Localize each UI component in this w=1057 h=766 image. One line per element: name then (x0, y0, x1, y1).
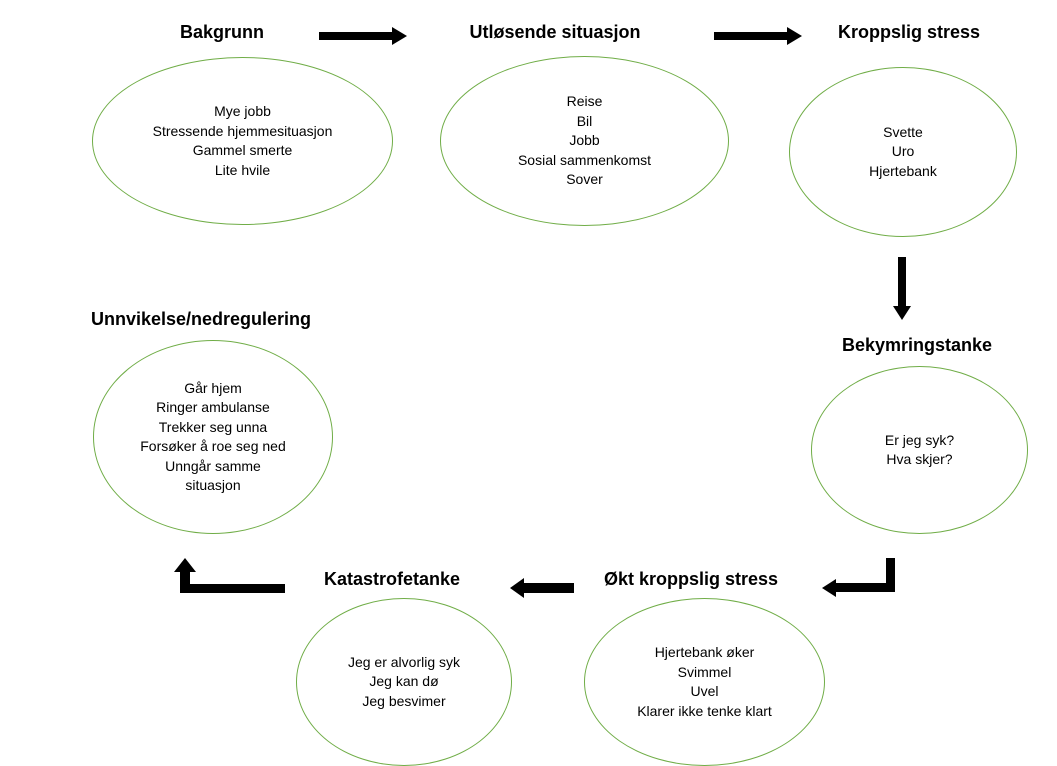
node-title-bekymringstanke: Bekymringstanke (841, 335, 993, 355)
node-line: Svette (883, 123, 923, 140)
node-line: Trekker seg unna (158, 418, 268, 435)
node-line: Jeg er alvorlig syk (347, 653, 461, 670)
node-kroppslig-stress-lines: Svette Uro Hjertebank (869, 123, 937, 182)
node-line: Sover (566, 171, 603, 188)
node-line: Hva skjer? (886, 451, 953, 467)
node-line: Svimmel (677, 663, 732, 680)
node-title-kroppslig-stress: Kroppslig stress (837, 22, 981, 42)
node-line: Reise (566, 93, 603, 110)
node-unnvikelse-nedregulering: Går hjem Ringer ambulanse Trekker seg un… (93, 340, 333, 534)
node-title-utlosende-situasjon: Utløsende situasjon (469, 22, 641, 42)
node-line: Jeg kan dø (369, 673, 439, 690)
node-kroppslig-stress: Svette Uro Hjertebank (789, 67, 1017, 237)
node-line: Hjertebank øker (654, 644, 755, 660)
node-line: Bil (576, 112, 593, 129)
node-line: Hjertebank (869, 162, 937, 179)
arrow-okt-to-katastrofe (510, 578, 574, 598)
node-line: Er jeg syk? (884, 431, 955, 448)
node-line: Forsøker å roe seg ned (140, 438, 286, 454)
node-line: Mye jobb (214, 103, 271, 119)
node-line: Uro (891, 143, 915, 160)
node-bekymringstanke: Er jeg syk? Hva skjer? (811, 366, 1028, 534)
node-line: Klarer ikke tenke klart (637, 702, 772, 719)
arrow-kroppslig-to-bekymring (893, 257, 911, 320)
node-line: Jeg besvimer (362, 692, 446, 709)
arrow-utlosende-to-kroppslig (714, 27, 802, 45)
node-line: Gammel smerte (192, 142, 293, 158)
node-title-katastrofetanke: Katastrofetanke (323, 569, 461, 589)
node-line: Unngår samme (165, 457, 261, 474)
node-bekymringstanke-lines: Er jeg syk? Hva skjer? (885, 431, 954, 470)
arrow-bakgrunn-to-utlosende (319, 27, 407, 45)
node-title-okt-kroppslig-stress: Økt kroppslig stress (603, 569, 779, 589)
node-unnvikelse-nedregulering-lines: Går hjem Ringer ambulanse Trekker seg un… (140, 379, 286, 496)
node-line: Uvel (690, 683, 719, 699)
node-line: Lite hvile (214, 161, 271, 178)
node-bakgrunn: Mye jobb Stressende hjemmesituasjon Gamm… (92, 57, 393, 225)
node-title-bakgrunn: Bakgrunn (179, 22, 265, 42)
node-line: situasjon (185, 477, 241, 493)
node-line: Sosial sammenkomst (517, 151, 652, 168)
arrow-bekymring-to-okt (822, 558, 895, 597)
node-bakgrunn-lines: Mye jobb Stressende hjemmesituasjon Gamm… (153, 102, 333, 180)
arrow-katastrofe-to-unnvikelse (174, 558, 285, 593)
node-katastrofetanke-lines: Jeg er alvorlig syk Jeg kan dø Jeg besvi… (348, 653, 460, 712)
node-utlosende-situasjon-lines: Reise Bil Jobb Sosial sammenkomst Sover (518, 92, 651, 190)
node-title-unnvikelse-nedregulering: Unnvikelse/nedregulering (90, 309, 312, 329)
node-utlosende-situasjon: Reise Bil Jobb Sosial sammenkomst Sover (440, 56, 729, 226)
node-line: Går hjem (184, 379, 242, 396)
node-line: Stressende hjemmesituasjon (152, 122, 333, 139)
node-okt-kroppslig-stress-lines: Hjertebank øker Svimmel Uvel Klarer ikke… (637, 643, 772, 721)
node-line: Ringer ambulanse (156, 399, 270, 415)
node-line: Jobb (569, 132, 600, 149)
